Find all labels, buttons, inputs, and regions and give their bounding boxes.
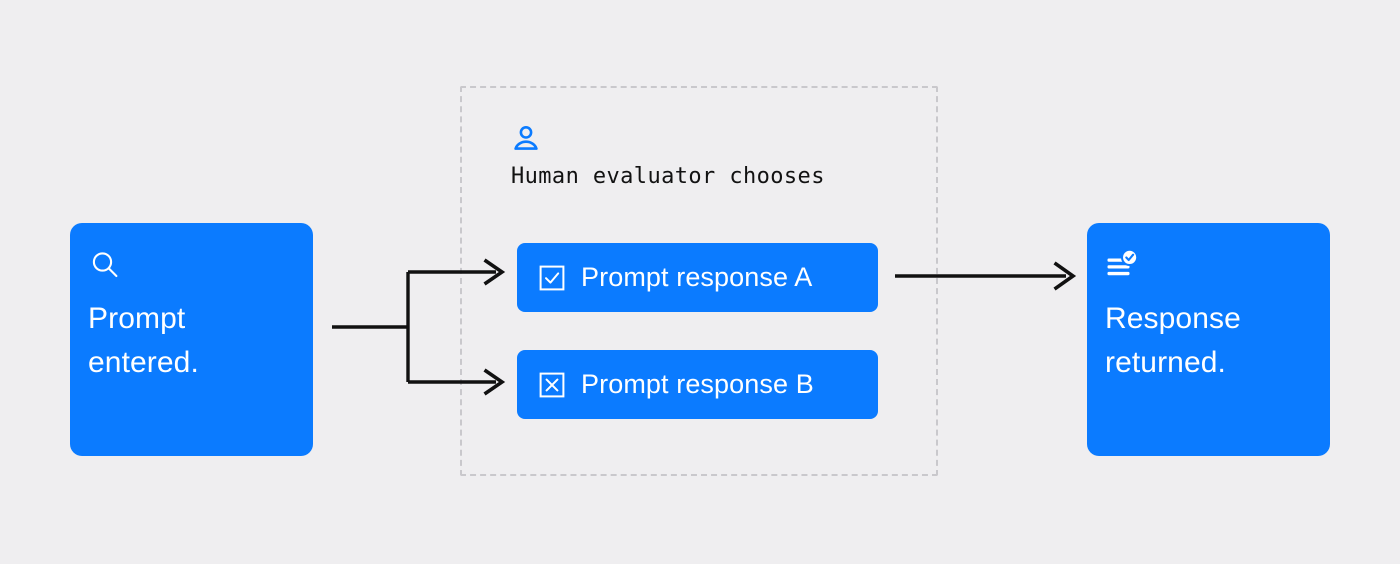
evaluator-label: Human evaluator chooses [511, 164, 825, 189]
prompt-response-b-label: Prompt response B [581, 369, 814, 399]
checkbox-crossed-icon [539, 372, 565, 397]
evaluator-header: Human evaluator chooses [511, 124, 911, 189]
prompt-response-a-label: Prompt response A [581, 262, 813, 292]
person-icon [514, 125, 538, 150]
checkbox-checked-icon [539, 265, 565, 290]
prompt-response-a-option[interactable]: Prompt response A [517, 243, 878, 312]
evaluation-region [460, 86, 938, 476]
arrowhead-response [1053, 261, 1077, 291]
response-returned-card: Response returned. [1087, 223, 1330, 456]
search-icon [92, 252, 118, 278]
response-returned-text: Response returned. [1105, 302, 1241, 379]
document-check-icon [1107, 249, 1139, 276]
prompt-entered-text: Prompt entered. [88, 302, 199, 379]
prompt-response-b-option[interactable]: Prompt response B [517, 350, 878, 419]
prompt-entered-card: Prompt entered. [70, 223, 313, 456]
